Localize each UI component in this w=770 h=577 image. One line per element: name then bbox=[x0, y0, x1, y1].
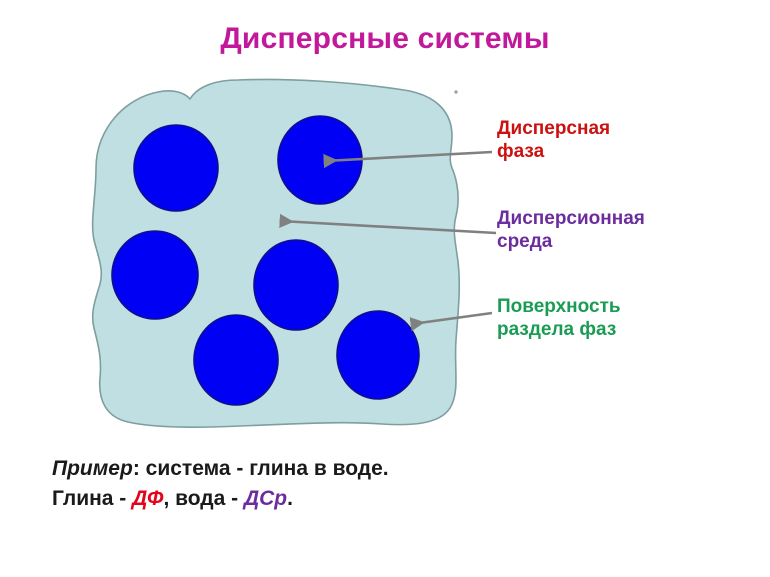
example-line-2-part2: , вода - bbox=[163, 487, 244, 511]
example-block: Пример: система - глина в воде. Глина - … bbox=[52, 454, 389, 514]
particle bbox=[111, 230, 199, 320]
speck-artifact bbox=[454, 90, 458, 94]
callout-phase-interface: Поверхность раздела фаз bbox=[497, 296, 621, 340]
arrow-to-dispersion-medium bbox=[279, 213, 497, 235]
arrow-to-dispersed-phase bbox=[323, 150, 493, 169]
example-lead-word: Пример bbox=[52, 457, 133, 480]
page-title: Дисперсные системы bbox=[220, 22, 550, 55]
callout-dispersed-phase: Дисперсная фаза bbox=[497, 118, 611, 162]
example-line-2-part1: Глина - bbox=[52, 487, 133, 511]
diagram-stage bbox=[91, 78, 497, 428]
leader-arrows bbox=[279, 150, 497, 332]
arrow-to-phase-interface bbox=[409, 311, 493, 332]
abbreviation-df: ДФ bbox=[132, 487, 164, 511]
callout-dispersion-medium: Дисперсионная среда bbox=[497, 208, 645, 252]
example-line-1-rest: : система - глина в воде. bbox=[132, 457, 389, 480]
dispersed-phase-particles bbox=[111, 115, 420, 406]
particle bbox=[133, 124, 219, 212]
example-line-1: Пример: система - глина в воде. bbox=[52, 454, 389, 484]
particle bbox=[193, 314, 279, 406]
example-line-2: Глина - ДФ, вода - ДСр. bbox=[52, 484, 389, 514]
particle bbox=[253, 239, 339, 331]
particle bbox=[336, 310, 420, 400]
abbreviation-dsr: ДСр bbox=[243, 487, 288, 511]
example-line-2-part3: . bbox=[287, 487, 293, 511]
